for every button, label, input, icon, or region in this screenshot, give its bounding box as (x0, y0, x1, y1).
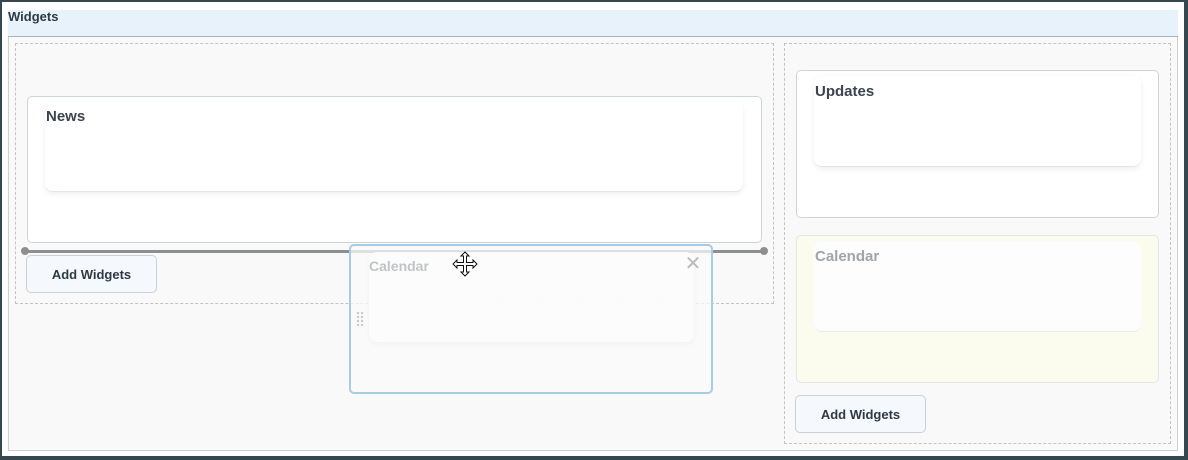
calendar-ghost-title: Calendar (369, 258, 429, 274)
calendar-ghost-body (369, 252, 694, 342)
drop-indicator-end (760, 247, 768, 255)
calendar-placeholder-title: Calendar (815, 248, 880, 265)
drop-indicator-start (21, 247, 29, 255)
updates-widget-title: Updates (815, 83, 875, 100)
add-widgets-button-right[interactable]: Add Widgets (795, 395, 926, 433)
add-widgets-button-left[interactable]: Add Widgets (26, 255, 157, 293)
move-cursor-icon (452, 251, 478, 277)
calendar-placeholder-body (814, 241, 1141, 332)
close-icon[interactable]: ✕ (684, 253, 702, 275)
drag-grip-icon[interactable] (356, 311, 364, 327)
page-title: Widgets (8, 9, 59, 24)
news-widget-body (45, 102, 743, 192)
updates-widget-body (814, 76, 1141, 167)
news-widget-title: News (46, 108, 86, 125)
widgets-header: Widgets (8, 10, 1178, 37)
